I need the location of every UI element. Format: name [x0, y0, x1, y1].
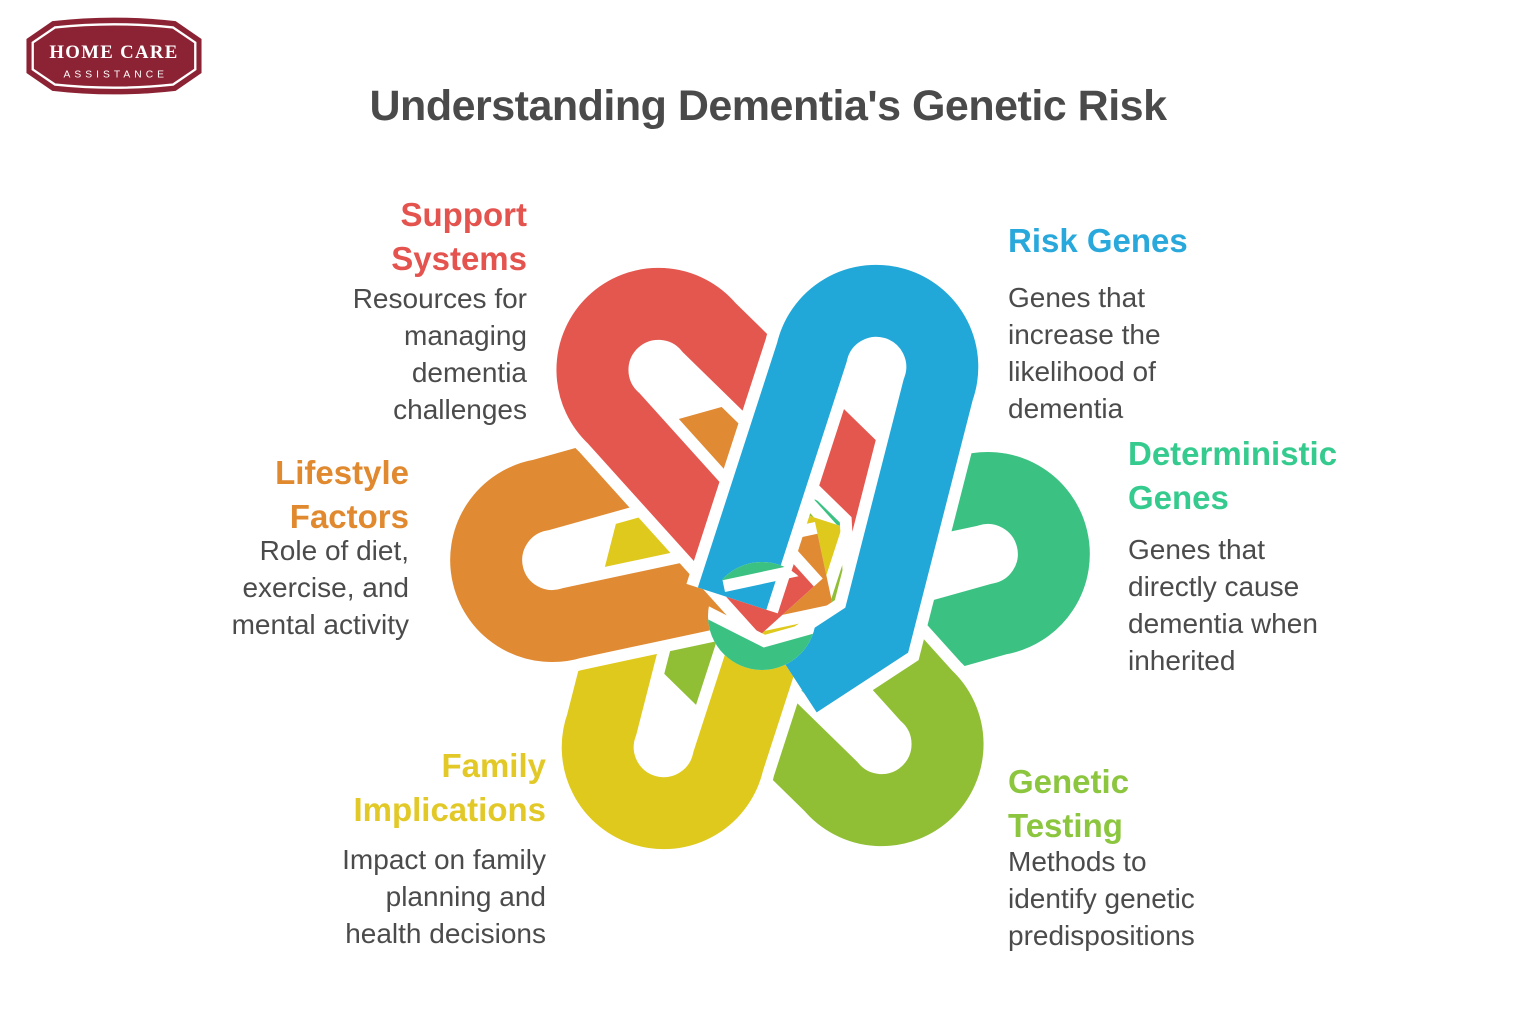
risk-genes-heading: Risk Genes [1008, 222, 1188, 259]
knot-loop-support-systems [544, 255, 940, 643]
deterministic-genes-heading: Deterministic Genes [1128, 435, 1338, 516]
lifestyle-factors-heading: Lifestyle Factors [275, 454, 409, 535]
family-implications-description: Impact on family planning and health dec… [342, 844, 546, 949]
knot-loop-risk-genes [686, 252, 991, 723]
logo-line2: ASSISTANCE [64, 69, 168, 80]
genetic-testing-description: Methods to identify genetic predispositi… [1008, 846, 1195, 951]
logo-badge-shape [26, 17, 202, 95]
knot-loop-genetic-testing [600, 471, 996, 859]
knot-loop-family-implications [549, 391, 854, 862]
deterministic-genes-description: Genes that directly cause dementia when … [1128, 534, 1318, 676]
family-implications-heading: Family Implications [353, 747, 546, 828]
genetic-testing-heading: Genetic Testing [1008, 763, 1130, 844]
infographic-title: Understanding Dementia's Genetic Risk [369, 82, 1168, 130]
support-systems-heading: Support Systems [391, 196, 527, 277]
logo-badge-border [31, 23, 197, 89]
knot-loop-deterministic-genes [653, 440, 1102, 738]
knot-loop-lifestyle-factors [438, 376, 887, 674]
support-systems-description: Resources for managing dementia challeng… [352, 283, 527, 425]
lifestyle-factors-description: Role of diet, exercise, and mental activ… [231, 535, 409, 640]
risk-genes-description: Genes that increase the likelihood of de… [1008, 282, 1161, 424]
logo-line1: HOME CARE [49, 42, 178, 63]
home-care-assistance-logo: HOME CARE ASSISTANCE [22, 12, 206, 100]
